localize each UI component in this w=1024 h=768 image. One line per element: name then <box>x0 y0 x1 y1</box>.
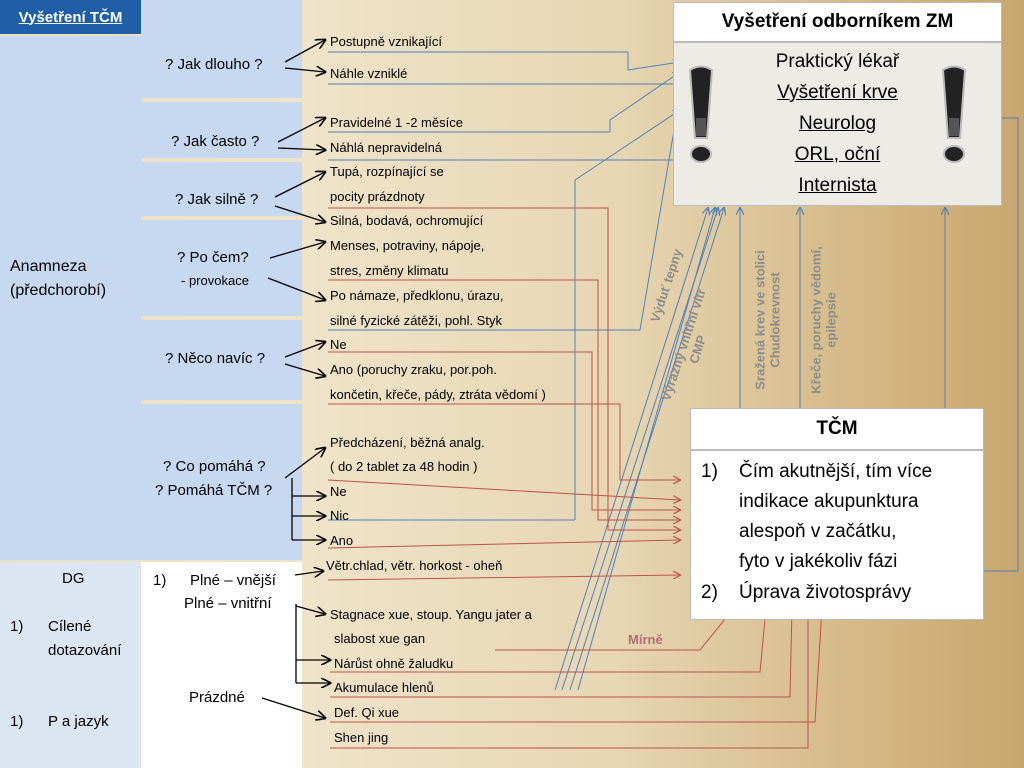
vertical-seizures: Křeče, poruchy vědomí, epilepsie <box>809 246 839 393</box>
answer-qi-xue: Def. Qi xue <box>334 705 400 720</box>
anamneza-panel: Anamneza (předchorobí) <box>0 36 141 560</box>
answer-strong: Silná, bodavá, ochromující <box>330 213 484 228</box>
tcm-num2: 2) <box>701 582 718 603</box>
tcm-title: TČM <box>690 408 984 450</box>
answer-sudden: Náhle vzniklé <box>330 66 408 81</box>
tcm-line1: Čím akutnější, tím více <box>739 461 933 482</box>
answer-stomach-fire: Nárůst ohně žaludku <box>334 656 454 671</box>
answer-prevention: Předcházení, běžná analg. <box>330 435 485 450</box>
mirne-label: Mírně <box>628 632 663 647</box>
answer-relief-no: Ne <box>330 484 347 499</box>
answer-menses: Menses, potraviny, nápoje, <box>330 238 485 253</box>
dg-item2: P a jazyk <box>48 713 109 730</box>
answer-phlegm: Akumulace hlenů <box>334 680 434 695</box>
answer-weakness: slabost xue gan <box>334 631 426 646</box>
question-trigger: ? Po čem? <box>177 249 249 266</box>
question-relief: ? Co pomáhá ? <box>163 458 266 475</box>
dg-col-num: 1) <box>153 572 167 589</box>
answer-relief-nothing: Nic <box>330 508 349 523</box>
vertical-seizures-line2: epilepsie <box>823 292 839 348</box>
answer-stress: stres, změny klimatu <box>330 263 449 278</box>
dg-title: DG <box>62 570 85 587</box>
question-cell-frequency: ? Jak často ? <box>141 102 302 158</box>
vertical-seizures-line1: Křeče, poruchy vědomí, <box>808 246 824 394</box>
question-cell-extra: ? Něco navíc ? <box>141 320 302 400</box>
tcm-num1: 1) <box>701 461 718 482</box>
vertical-blood-line1: Sražená krev ve stolici <box>752 250 768 390</box>
answer-wind: Větr.chlad, větr. horkost - oheň <box>326 558 503 573</box>
question-cell-duration: ? Jak dlouho ? <box>141 0 302 98</box>
answer-irregular: Náhlá nepravidelná <box>330 140 443 155</box>
tcm-line2: indikace akupunktura <box>739 491 919 512</box>
zm-item-orl: ORL, oční <box>794 144 881 165</box>
answer-extra-no: Ne <box>330 337 347 352</box>
answer-tablets: ( do 2 tablet za 48 hodin ) <box>330 459 478 474</box>
anamneza-sublabel: (předchorobí) <box>10 282 107 299</box>
question-cell-trigger: ? Po čem? - provokace <box>141 220 302 316</box>
question-intensity: ? Jak silně ? <box>175 191 259 208</box>
answer-stagnation: Stagnace xue, stoup. Yangu jater a <box>330 607 532 622</box>
answer-dull: Tupá, rozpínající se <box>330 164 444 179</box>
header-title: Vyšetření TČM <box>0 0 141 34</box>
diagnosis-column: 1) Plné – vnější Plné – vnitřní Prázdné <box>141 562 302 768</box>
warning-icons <box>688 65 967 163</box>
question-cell-intensity: ? Jak silně ? <box>141 162 302 216</box>
zm-item-gp: Praktický lékař <box>775 51 900 72</box>
tcm-line5: Úprava životosprávy <box>739 582 912 603</box>
tcm-line3: alespoň v začátku, <box>739 521 897 542</box>
zm-title: Vyšetření odborníkem ZM <box>673 2 1002 42</box>
prazdne: Prázdné <box>189 689 245 706</box>
vertical-blood-line2: Chudokrevnost <box>767 272 783 368</box>
answer-exertion: Po námaze, předklonu, úrazu, <box>330 288 504 303</box>
tcm-panel: 1) Čím akutnější, tím více indikace akup… <box>690 450 984 620</box>
dg-panel: DG 1) Cílené dotazování 1) P a jazyk <box>0 562 141 768</box>
answer-extra-yes: Ano (poruchy zraku, por.poh. <box>330 362 497 377</box>
answer-emptiness: pocity prázdnoty <box>330 189 425 204</box>
zm-panel: Praktický lékař Vyšetření krve Neurolog … <box>673 42 1002 206</box>
question-cell-relief: ? Co pomáhá ? ? Pomáhá TČM ? <box>141 404 302 560</box>
answer-regular: Pravidelné 1 -2 měsíce <box>330 115 463 130</box>
plne-vnejsi: Plné – vnější <box>190 572 276 589</box>
answer-relief-yes: Ano <box>330 533 354 548</box>
question-extra: ? Něco navíc ? <box>165 350 266 367</box>
dg-item1-line1: Cílené <box>48 618 92 635</box>
question-frequency: ? Jak často ? <box>171 133 260 150</box>
answer-gradual: Postupně vznikající <box>330 34 443 49</box>
vertical-blood: Sražená krev ve stolici Chudokrevnost <box>753 250 783 389</box>
question-trigger-sub: - provokace <box>181 273 249 288</box>
anamneza-label: Anamneza <box>10 258 87 275</box>
dg-item1-line2: dotazování <box>48 642 122 659</box>
dg-item2-num: 1) <box>10 713 24 730</box>
exclamation-left-icon <box>688 65 714 163</box>
answer-shen-jing: Shen jing <box>334 730 389 745</box>
answer-extra-yes-cont: končetin, křeče, pády, ztráta vědomí ) <box>330 387 546 402</box>
answer-physical: silné fyzické zátěži, pohl. Styk <box>330 313 502 328</box>
zm-item-internist: Internista <box>798 175 877 196</box>
exclamation-right-icon <box>941 65 967 163</box>
plne-vnitrni: Plné – vnitřní <box>184 595 272 612</box>
tcm-line4: fyto v jakékoliv fázi <box>739 551 898 572</box>
zm-item-blood: Vyšetření krve <box>777 82 898 103</box>
question-tcm-helps: ? Pomáhá TČM ? <box>155 482 273 499</box>
zm-item-neuro: Neurolog <box>798 113 877 134</box>
question-duration: ? Jak dlouho ? <box>165 56 263 73</box>
dg-item1-num: 1) <box>10 618 24 635</box>
